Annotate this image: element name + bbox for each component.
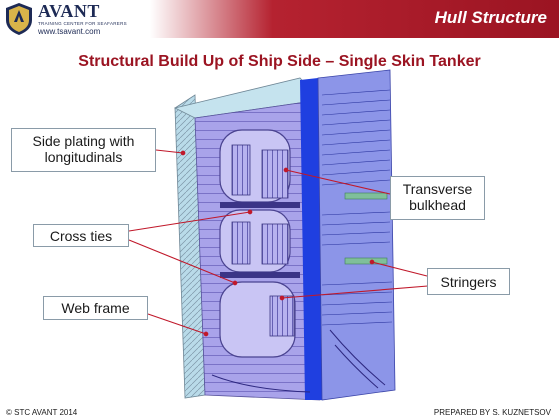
cross-tie-members [220, 202, 300, 278]
logo-tagline: TRAINING CENTER FOR SEAFARERS [38, 21, 127, 26]
slide-title: Structural Build Up of Ship Side – Singl… [78, 53, 481, 70]
stringer-members [344, 192, 388, 265]
bottom-brackets [211, 329, 386, 393]
vertical-stiffeners [231, 144, 295, 337]
shield-icon [6, 3, 32, 35]
header-band [150, 0, 559, 38]
leader-lines [128, 149, 441, 337]
logo-word: AVANT [38, 1, 100, 21]
slide-header: Hull Structure [0, 0, 559, 38]
logo-url: www.tsavant.com [38, 27, 101, 36]
transverse-bulkhead [300, 69, 396, 401]
header-title: Hull Structure [434, 8, 547, 27]
avant-logo: AVANT TRAINING CENTER FOR SEAFARERS www.… [2, 1, 152, 37]
label-web-frame: Web frame [43, 296, 148, 320]
footer-copyright: © STC AVANT 2014 [6, 408, 78, 417]
footer-author: PREPARED BY S. KUZNETSOV [433, 408, 551, 417]
label-side-plating: Side plating with longitudinals [11, 128, 156, 172]
bulkhead-longitudinals [321, 89, 393, 326]
label-stringers: Stringers [427, 268, 510, 295]
label-transverse-bulkhead: Transverse bulkhead [390, 176, 485, 220]
label-cross-ties: Cross ties [33, 224, 129, 247]
